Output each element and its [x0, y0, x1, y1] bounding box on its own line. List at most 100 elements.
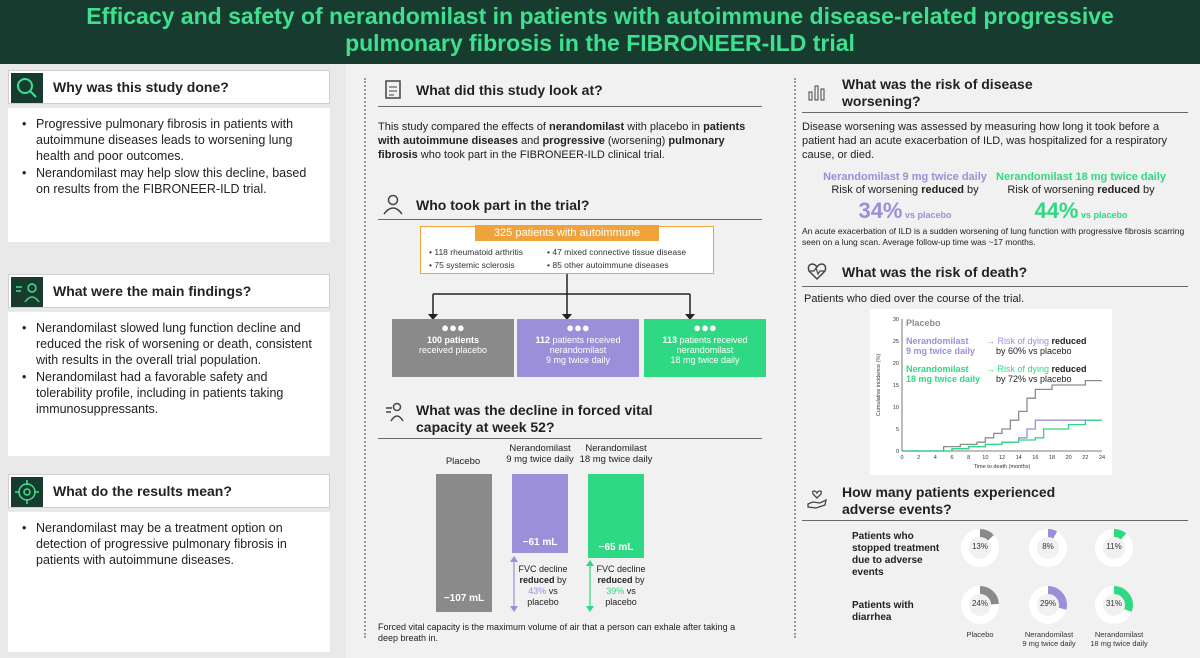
participants-item-4-text: 85 other autoimmune diseases — [552, 260, 669, 270]
magnifier-icon — [11, 73, 43, 103]
fvc-red9-pct: 43% — [528, 586, 547, 596]
km-series-2 — [902, 419, 1102, 452]
donut-stop-18mg-pct: 11% — [1106, 542, 1122, 551]
people-group-icon: ●●● — [441, 320, 465, 335]
look-text-e: and — [517, 135, 543, 147]
findings-body: Nerandomilast slowed lung function decli… — [8, 312, 330, 456]
km-x-tick-label: 12 — [999, 455, 1005, 461]
ae-row1-l1: Patients who — [852, 531, 914, 542]
why-header: Why was this study done? — [8, 70, 330, 104]
km-x-tick-label: 24 — [1099, 455, 1105, 461]
km-y-tick-label: 5 — [896, 427, 899, 433]
donut-stop-9mg-pct: 8% — [1042, 542, 1054, 551]
km-x-tick-label: 18 — [1049, 455, 1055, 461]
worsening-18mg-name: Nerandomilast 18 mg twice daily — [996, 171, 1166, 183]
death-rule — [802, 286, 1188, 287]
fvc-bar-18mg — [588, 474, 644, 558]
participants-box: 325 patients with autoimmune diseases • … — [420, 225, 714, 274]
group-placebo-count: 100 patients — [426, 335, 480, 345]
fvc-red9-l2b: reduced — [519, 575, 555, 585]
donut-stop-9mg-ring — [1029, 529, 1067, 567]
donut-stop-placebo-ring — [961, 529, 999, 567]
meaning-title: What do the results mean? — [53, 483, 232, 499]
group-9mg-count: 112 — [535, 335, 550, 345]
fvc-label-placebo: Placebo — [445, 456, 481, 467]
donut-fill — [961, 586, 999, 624]
donut-diarrhea-placebo: 24% — [960, 585, 1000, 625]
fvc-red9-vs: vs — [546, 586, 558, 596]
ae-row1-l2: stopped treatment — [852, 543, 940, 554]
donut-diarrhea-18mg-pct: 31% — [1105, 599, 1122, 608]
fvc-red9-placebo: placebo — [527, 597, 559, 607]
fvc-value-placebo: −107 mL — [443, 593, 485, 604]
km-x-tick-label: 2 — [917, 455, 920, 461]
worsening-9mg-reduced: reduced — [921, 184, 964, 196]
km-y-axis-label: Cumulative incidence (%) — [876, 354, 882, 417]
km-x-tick-label: 20 — [1066, 455, 1072, 461]
heart-pulse-icon — [806, 260, 828, 282]
middle-timeline — [364, 78, 366, 638]
why-title: Why was this study done? — [53, 79, 229, 95]
group-placebo-desc: received placebo — [418, 345, 488, 355]
fvc-red18-l2b: reduced — [597, 575, 633, 585]
km-x-tick-label: 10 — [982, 455, 988, 461]
fvc-red18-l2: by — [632, 575, 645, 585]
donut-diarrhea-placebo-ring — [961, 586, 999, 624]
worsening-18mg-reduced: reduced — [1097, 184, 1140, 196]
worsening-18mg: Nerandomilast 18 mg twice daily Risk of … — [996, 171, 1166, 225]
legend-9mg-risk: → Risk of dying reduced by 60% vs placeb… — [986, 336, 1087, 356]
fvc-title-line2: capacity at week 52? — [416, 419, 555, 435]
adverse-title-line2: adverse events? — [842, 501, 952, 517]
fvc-red18-vs: vs — [624, 586, 636, 596]
lungs-person-icon — [11, 277, 43, 307]
donut-diarrhea-9mg: 29% — [1028, 585, 1068, 625]
participants-item-2-text: 75 systemic sclerosis — [434, 260, 515, 270]
who-title: Who took part in the trial? — [416, 197, 590, 213]
worsening-18mg-vs: vs placebo — [1078, 210, 1128, 220]
people-group-icon: ●●● — [566, 320, 590, 335]
worsening-9mg-risk: Risk of worsening — [831, 184, 922, 196]
why-bullet-1: Progressive pulmonary fibrosis in patien… — [22, 116, 318, 164]
legend-18mg-risk-c: by 72% vs placebo — [996, 374, 1072, 384]
participants-item-2: • 75 systemic sclerosis — [429, 260, 515, 270]
legend-9mg-risk-b: reduced — [1051, 336, 1087, 346]
km-y-tick-label: 20 — [893, 361, 899, 367]
fvc-red18-pct: 39% — [606, 586, 625, 596]
findings-bullet-2: Nerandomilast had a favorable safety and… — [22, 369, 318, 417]
look-text-d: patients with autoimmune diseases — [378, 121, 746, 147]
ae-group-18mg-l2: 18 mg twice daily — [1090, 639, 1148, 648]
km-x-tick-label: 6 — [950, 455, 953, 461]
fvc-red9-l1: FVC decline — [518, 564, 568, 574]
participants-item-4: • 85 other autoimmune diseases — [547, 260, 669, 270]
worsening-rule — [802, 112, 1188, 113]
donut-fill — [961, 529, 999, 567]
legend-18mg-l1: Nerandomilast — [906, 364, 969, 374]
fvc-title: What was the decline in forced vital cap… — [416, 402, 653, 436]
fvc-bar-9mg — [512, 474, 568, 553]
findings-bullet-1: Nerandomilast slowed lung function decli… — [22, 320, 318, 368]
legend-9mg-l1: Nerandomilast — [906, 336, 969, 346]
group-18mg-count: 113 — [662, 335, 677, 345]
fvc-reduction-9mg: FVC decline reduced by 43% vs placebo — [514, 564, 572, 608]
worsening-title-line1: What was the risk of disease — [842, 76, 1033, 92]
people-group-icon: ●●● — [693, 320, 717, 335]
donut-stop-9mg: 8% — [1028, 528, 1068, 568]
km-y-tick-label: 10 — [893, 405, 899, 411]
legend-18mg-risk-a: → Risk of dying — [986, 364, 1052, 374]
fvc-red18-placebo: placebo — [605, 597, 637, 607]
km-x-tick-label: 16 — [1032, 455, 1038, 461]
fvc-label-18mg-l1: Nerandomilast — [585, 443, 647, 454]
ae-group-9mg-l1: Nerandomilast — [1024, 630, 1074, 639]
ae-row2-l2: diarrhea — [852, 612, 892, 623]
look-text-b: nerandomilast — [549, 121, 625, 133]
ae-group-placebo: Placebo — [966, 630, 994, 639]
legend-placebo: Placebo — [906, 318, 941, 328]
participants-item-3-text: 47 mixed connective tissue disease — [552, 247, 687, 257]
death-title: What was the risk of death? — [842, 264, 1028, 280]
fvc-value-9mg: −61 mL — [522, 537, 558, 548]
donut-diarrhea-9mg-ring — [1029, 586, 1067, 624]
